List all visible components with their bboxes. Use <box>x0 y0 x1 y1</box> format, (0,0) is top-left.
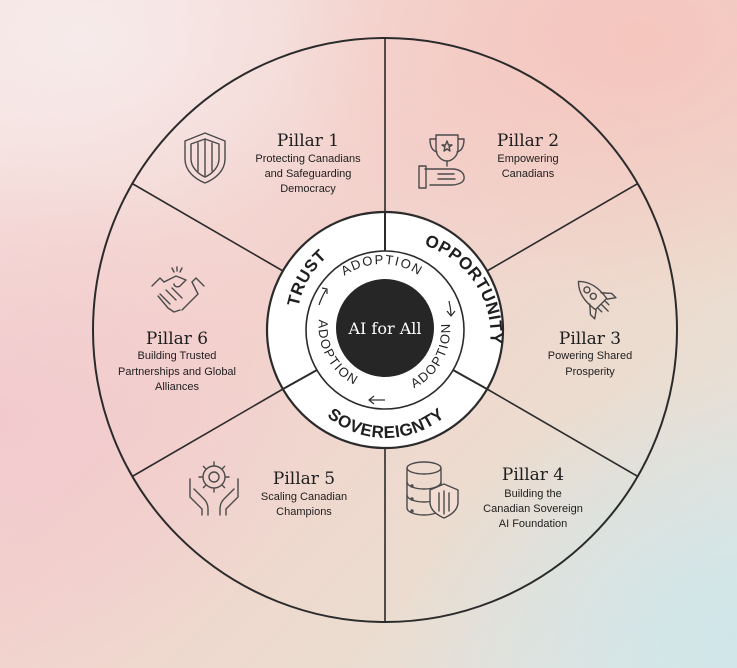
cycle-arrow-left <box>318 289 327 306</box>
pillar-6-line-3: Alliances <box>155 381 200 393</box>
handshake-icon <box>151 266 205 313</box>
pillar-1-line-1: Protecting Canadians <box>255 153 361 165</box>
shield-icon <box>184 132 226 184</box>
core-label: AI for All <box>347 319 421 338</box>
pillar-4-title: Pillar 4 <box>502 465 564 485</box>
pillar-4: Pillar 4 Building the Canadian Sovereign… <box>483 465 583 530</box>
pillar-6-title: Pillar 6 <box>146 329 208 349</box>
divider-upper-right <box>486 183 638 272</box>
gear-hands-icon <box>189 461 239 516</box>
pillar-4-line-1: Building the <box>504 488 562 500</box>
pillar-2-line-2: Canadians <box>502 168 555 180</box>
pillar-1: Pillar 1 Protecting Canadians and Safegu… <box>255 131 361 195</box>
divider-upper-left <box>132 183 284 272</box>
pillar-6: Pillar 6 Building Trusted Partnerships a… <box>118 329 236 393</box>
divider-lower-right <box>486 388 638 477</box>
ring-separators <box>282 212 488 390</box>
pillar-2-title: Pillar 2 <box>497 131 559 151</box>
rocket-icon <box>577 280 617 320</box>
pillar-4-line-3: AI Foundation <box>499 518 568 530</box>
pillar-1-line-3: Democracy <box>280 183 336 195</box>
wheel-dividers <box>132 38 638 622</box>
pillar-3: Pillar 3 Powering Shared Prosperity <box>548 329 632 378</box>
pillar-1-title: Pillar 1 <box>277 131 339 151</box>
pillar-5-title: Pillar 5 <box>273 469 335 489</box>
divider-lower-left <box>132 388 284 477</box>
core-circle <box>336 279 434 377</box>
pillar-5-line-2: Champions <box>276 506 332 518</box>
cycle-arrow-right <box>448 300 452 316</box>
pillar-5-line-1: Scaling Canadian <box>261 491 347 503</box>
pillar-5: Pillar 5 Scaling Canadian Champions <box>261 469 347 518</box>
pillar-2: Pillar 2 Empowering Canadians <box>497 131 559 180</box>
pillar-3-line-1: Powering Shared <box>548 350 632 362</box>
pillar-6-line-1: Building Trusted <box>138 350 217 362</box>
adoption-arrows <box>318 287 456 405</box>
database-shield-icon <box>406 461 459 519</box>
pillar-3-title: Pillar 3 <box>559 329 621 349</box>
pillar-4-line-2: Canadian Sovereign <box>483 503 583 515</box>
pillar-3-line-2: Prosperity <box>565 366 615 378</box>
pillar-6-line-2: Partnerships and Global <box>118 366 236 378</box>
trophy-hand-icon <box>418 134 465 189</box>
pillar-2-line-1: Empowering <box>497 153 558 165</box>
pillar-1-line-2: and Safeguarding <box>265 168 352 180</box>
